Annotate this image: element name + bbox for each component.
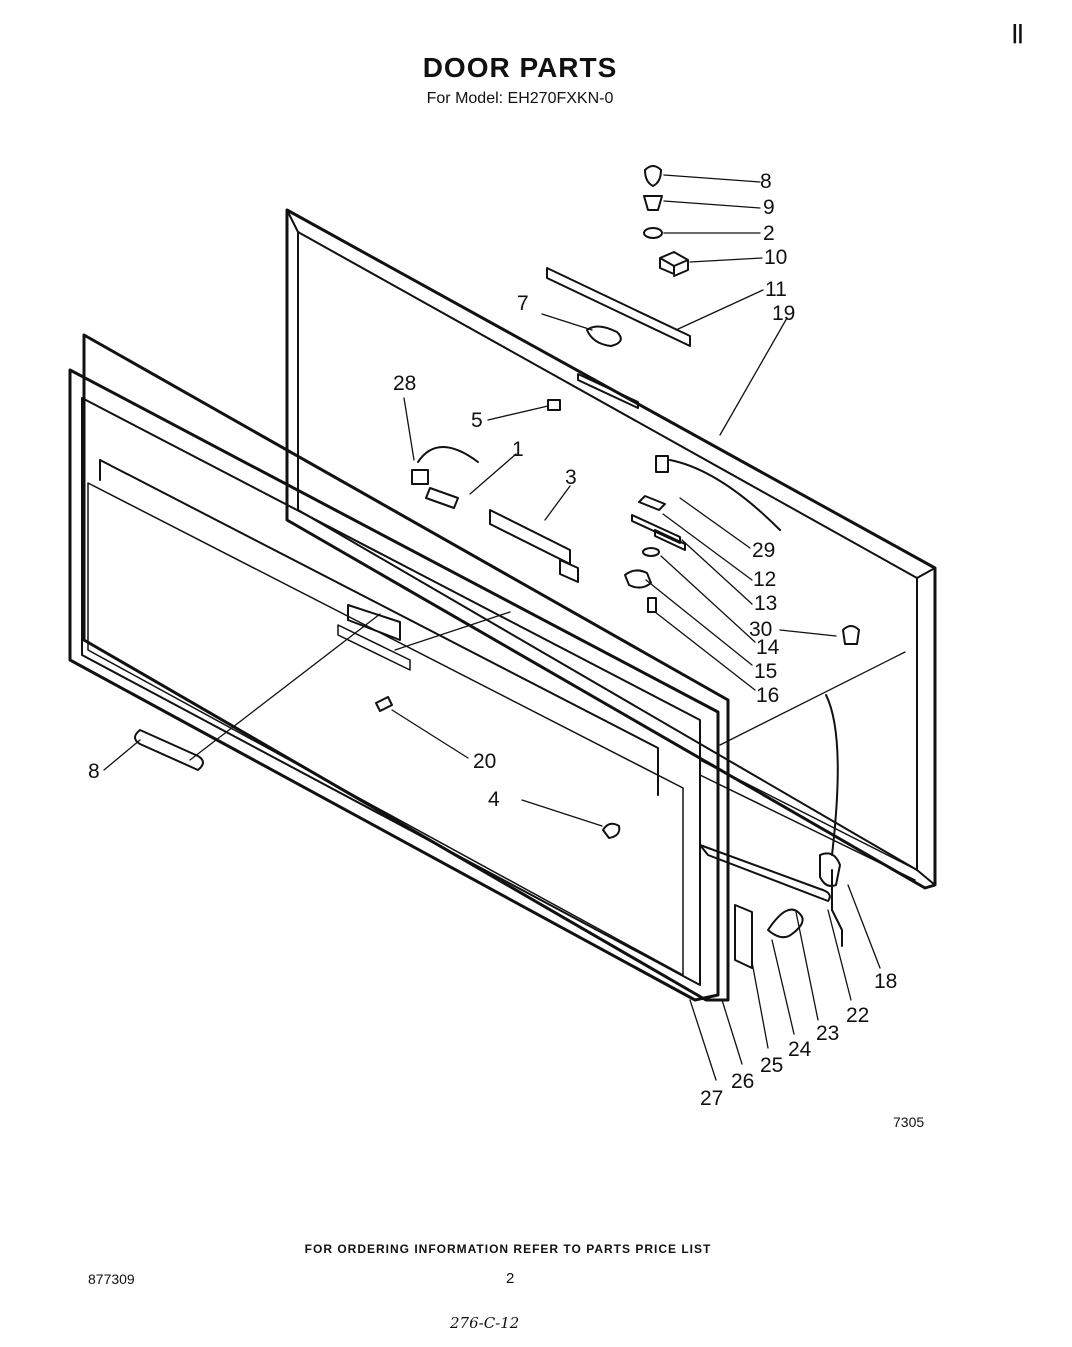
callout-24: 24 — [788, 1038, 812, 1061]
callout-8: 7 — [517, 292, 529, 315]
callout-11: 10 — [764, 246, 787, 269]
callout-14: 13 — [754, 592, 777, 615]
upper-hardware — [546, 165, 691, 411]
ordering-note: FOR ORDERING INFORMATION REFER TO PARTS … — [304, 1242, 712, 1256]
callout-15: 14 — [756, 636, 780, 659]
callout-23: 23 — [816, 1022, 839, 1045]
switch-components — [624, 455, 781, 613]
callout-7: 8 — [88, 760, 100, 783]
callout-19: 19 — [772, 302, 795, 325]
corner-mark: || — [1012, 22, 1024, 44]
callout-4: 4 — [488, 788, 500, 811]
callout-17: 16 — [756, 684, 779, 707]
callout-18: 18 — [874, 970, 897, 993]
handwritten-note: 276-C-12 — [450, 1314, 520, 1332]
callout-30: 30 — [749, 618, 772, 641]
model-subtitle: For Model: EH270FXKN-0 — [426, 90, 614, 107]
callout-2: 2 — [763, 222, 775, 245]
callout-28: 28 — [393, 372, 416, 395]
callout-1: 1 — [512, 438, 524, 461]
callout-16: 15 — [754, 660, 777, 683]
callout-3: 3 — [565, 466, 577, 489]
callout-22: 22 — [846, 1004, 869, 1027]
callout-25: 25 — [760, 1054, 783, 1077]
callout-10: 9 — [763, 196, 775, 219]
light-socket-assembly — [411, 446, 579, 583]
callout-13: 12 — [753, 568, 776, 591]
page-title: DOOR PARTS — [422, 52, 618, 83]
figure-code: 7305 — [893, 1114, 925, 1130]
handle-recess — [337, 604, 411, 671]
part-code: 877309 — [88, 1271, 135, 1287]
callout-26: 26 — [731, 1070, 754, 1093]
fasteners — [375, 625, 860, 839]
callout-9: 8 — [760, 170, 772, 193]
callout-27: 27 — [700, 1087, 723, 1110]
callout-29: 29 — [752, 539, 775, 562]
door-liner-frame — [285, 208, 937, 890]
callout-labels: 8 9 2 10 11 19 7 28 5 1 3 29 12 13 30 14… — [88, 170, 897, 1110]
leader-lines — [103, 174, 906, 1081]
door-handle — [134, 729, 204, 771]
callout-12: 11 — [765, 278, 787, 301]
callout-20: 20 — [473, 750, 496, 773]
callout-5: 5 — [471, 409, 483, 432]
page-number: 2 — [506, 1270, 515, 1287]
door-outer-panel — [68, 333, 730, 1002]
lower-right-components — [699, 694, 843, 969]
